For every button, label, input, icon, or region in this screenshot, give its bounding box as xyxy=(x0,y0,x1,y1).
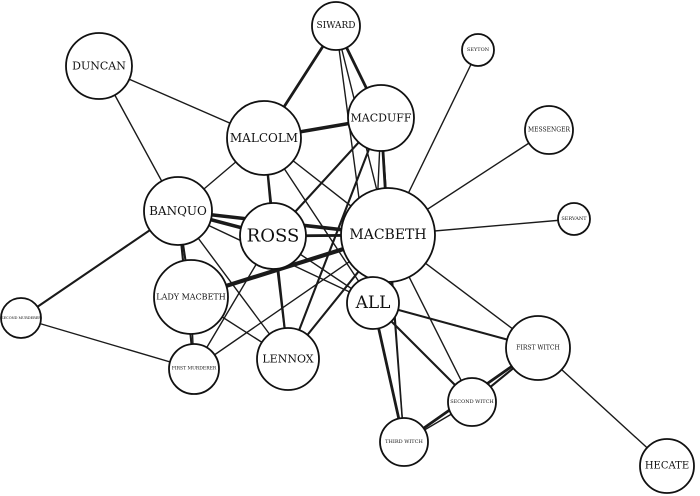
node-label-second_murderer: SECOND MURDERER xyxy=(1,316,41,320)
node-first_witch: FIRST WITCH xyxy=(505,315,571,381)
node-label-macduff: MACDUFF xyxy=(351,112,412,125)
node-label-lennox: LENNOX xyxy=(262,353,313,366)
node-circle-banquo xyxy=(143,176,213,246)
node-label-first_murderer: FIRST MURDERER xyxy=(172,366,217,372)
node-label-macbeth: MACBETH xyxy=(349,227,426,243)
node-ross: ROSS xyxy=(239,202,307,270)
node-label-ross: ROSS xyxy=(247,226,300,247)
node-macduff: MACDUFF xyxy=(347,84,415,152)
node-circle-hecate xyxy=(639,438,695,494)
node-macbeth: MACBETH xyxy=(340,187,436,283)
node-second_murderer: SECOND MURDERER xyxy=(0,297,42,339)
node-hecate: HECATE xyxy=(639,438,695,494)
node-circle-second_murderer xyxy=(0,297,42,339)
node-label-lady_macbeth: LADY MACBETH xyxy=(156,293,225,302)
node-label-malcolm: MALCOLM xyxy=(230,131,298,145)
node-circle-ross xyxy=(239,202,307,270)
node-third_witch: THIRD WITCH xyxy=(379,417,429,467)
node-circle-lennox xyxy=(256,327,320,391)
node-label-third_witch: THIRD WITCH xyxy=(385,439,423,445)
node-banquo: BANQUO xyxy=(143,176,213,246)
node-circle-servant xyxy=(557,202,591,236)
node-malcolm: MALCOLM xyxy=(226,100,302,176)
node-circle-first_witch xyxy=(505,315,571,381)
node-siward: SIWARD xyxy=(311,1,361,51)
node-all: ALL xyxy=(346,276,400,330)
node-lady_macbeth: LADY MACBETH xyxy=(153,259,229,335)
edge-first_murderer-second_murderer xyxy=(20,317,195,370)
node-circle-seyton xyxy=(461,33,495,67)
node-circle-messenger xyxy=(524,105,574,155)
node-duncan: DUNCAN xyxy=(65,32,133,100)
node-circle-macduff xyxy=(347,84,415,152)
node-label-banquo: BANQUO xyxy=(149,204,207,218)
node-label-duncan: DUNCAN xyxy=(72,60,126,73)
node-servant: SERVANT xyxy=(557,202,591,236)
node-lennox: LENNOX xyxy=(256,327,320,391)
node-label-hecate: HECATE xyxy=(645,461,689,472)
node-circle-siward xyxy=(311,1,361,51)
node-label-messenger: MESSENGER xyxy=(528,127,570,134)
node-circle-first_murderer xyxy=(168,343,220,395)
node-circle-all xyxy=(346,276,400,330)
node-label-second_witch: SECOND WITCH xyxy=(450,399,494,405)
node-circle-third_witch xyxy=(379,417,429,467)
node-label-siward: SIWARD xyxy=(316,21,355,31)
node-first_murderer: FIRST MURDERER xyxy=(168,343,220,395)
node-circle-malcolm xyxy=(226,100,302,176)
node-label-servant: SERVANT xyxy=(561,216,587,222)
node-circle-lady_macbeth xyxy=(153,259,229,335)
node-circle-duncan xyxy=(65,32,133,100)
node-seyton: SEYTON xyxy=(461,33,495,67)
node-messenger: MESSENGER xyxy=(524,105,574,155)
node-label-seyton: SEYTON xyxy=(467,47,490,53)
node-label-all: ALL xyxy=(355,293,391,313)
node-label-first_witch: FIRST WITCH xyxy=(516,345,559,352)
edge-macduff-lennox xyxy=(286,116,383,361)
node-circle-second_witch xyxy=(447,377,497,427)
node-second_witch: SECOND WITCH xyxy=(447,377,497,427)
